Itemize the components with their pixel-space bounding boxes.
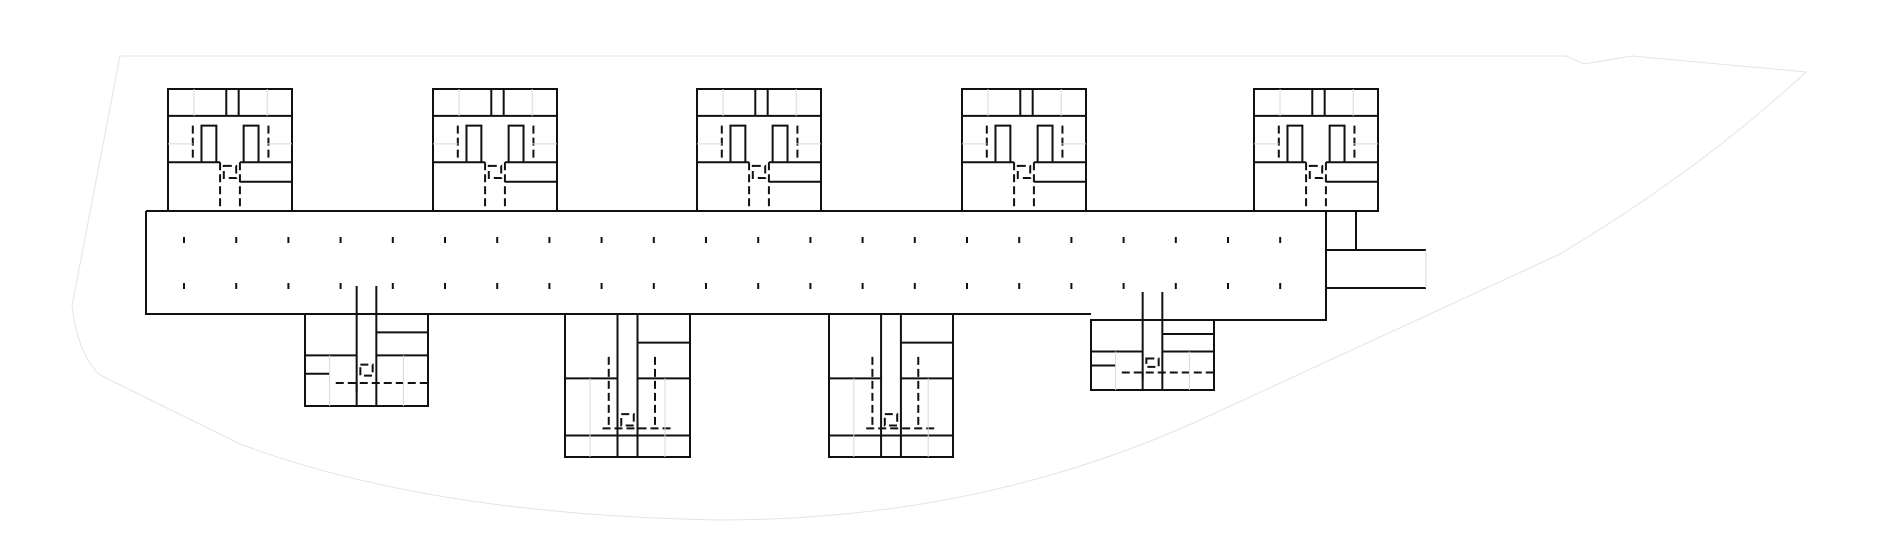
column — [600, 237, 603, 243]
corridor-extension — [1326, 210, 1426, 289]
column — [287, 283, 290, 289]
wall — [242, 124, 260, 163]
top-wing — [1253, 88, 1379, 212]
column — [183, 237, 185, 243]
top-wing — [961, 88, 1087, 212]
column — [444, 283, 446, 289]
wing-outline — [304, 313, 429, 407]
column — [1070, 237, 1073, 243]
column — [1227, 283, 1229, 289]
column — [705, 283, 707, 289]
column — [1018, 237, 1021, 243]
column — [287, 237, 290, 243]
wing-outline — [961, 88, 1087, 212]
column — [183, 283, 185, 289]
column — [913, 283, 916, 289]
elevator — [1016, 164, 1032, 180]
column — [1174, 237, 1177, 243]
structural-columns — [183, 237, 1282, 289]
wall — [200, 124, 218, 163]
column — [1122, 237, 1125, 243]
column — [391, 237, 394, 243]
column — [809, 283, 812, 289]
column — [600, 283, 603, 289]
column — [652, 237, 655, 243]
wing-outline — [167, 88, 293, 212]
column — [809, 237, 812, 243]
column — [391, 283, 394, 289]
column — [966, 237, 968, 243]
wings — [167, 88, 1379, 458]
column — [1279, 283, 1282, 289]
column — [861, 283, 864, 289]
bottom-wing — [564, 313, 691, 458]
column — [757, 283, 760, 289]
column — [913, 237, 916, 243]
site-outline — [71, 55, 1808, 521]
elevator — [1308, 164, 1324, 180]
wall — [1036, 124, 1054, 163]
column — [1174, 283, 1177, 289]
column — [235, 283, 238, 289]
elevator — [751, 164, 767, 180]
column — [861, 237, 864, 243]
wing-outline — [432, 88, 558, 212]
wing-outline — [696, 88, 822, 212]
column — [1227, 237, 1229, 243]
wall — [507, 124, 525, 163]
wall — [1286, 124, 1304, 163]
wing-outline — [828, 313, 954, 458]
elevator — [883, 413, 899, 427]
column — [339, 237, 342, 243]
column — [235, 237, 238, 243]
column — [548, 237, 551, 243]
main-corridor — [145, 210, 1427, 321]
bottom-wing — [1090, 292, 1215, 391]
wing-outline — [564, 313, 691, 458]
column — [548, 283, 551, 289]
column — [966, 283, 968, 289]
wall — [994, 124, 1012, 163]
column — [652, 283, 655, 289]
wall — [729, 124, 747, 163]
column — [705, 237, 707, 243]
column — [339, 283, 342, 289]
wing-outline — [1090, 319, 1215, 391]
column — [1018, 283, 1021, 289]
elevator — [222, 164, 238, 180]
top-wing — [696, 88, 822, 212]
wall — [1328, 124, 1346, 163]
top-wing — [167, 88, 293, 212]
bottom-wing — [828, 313, 954, 458]
wall — [465, 124, 483, 163]
column — [757, 237, 760, 243]
corridor-wall — [145, 210, 1327, 321]
column — [1279, 237, 1282, 243]
column — [444, 237, 446, 243]
column — [496, 283, 499, 289]
column — [496, 237, 499, 243]
wall — [771, 124, 789, 163]
elevator — [620, 413, 635, 427]
elevator — [1145, 357, 1160, 368]
elevator — [359, 363, 374, 377]
bottom-wing — [304, 286, 429, 407]
elevator — [487, 164, 503, 180]
column — [1122, 283, 1125, 289]
top-wing — [432, 88, 558, 212]
wing-outline — [1253, 88, 1379, 212]
column — [1070, 283, 1073, 289]
